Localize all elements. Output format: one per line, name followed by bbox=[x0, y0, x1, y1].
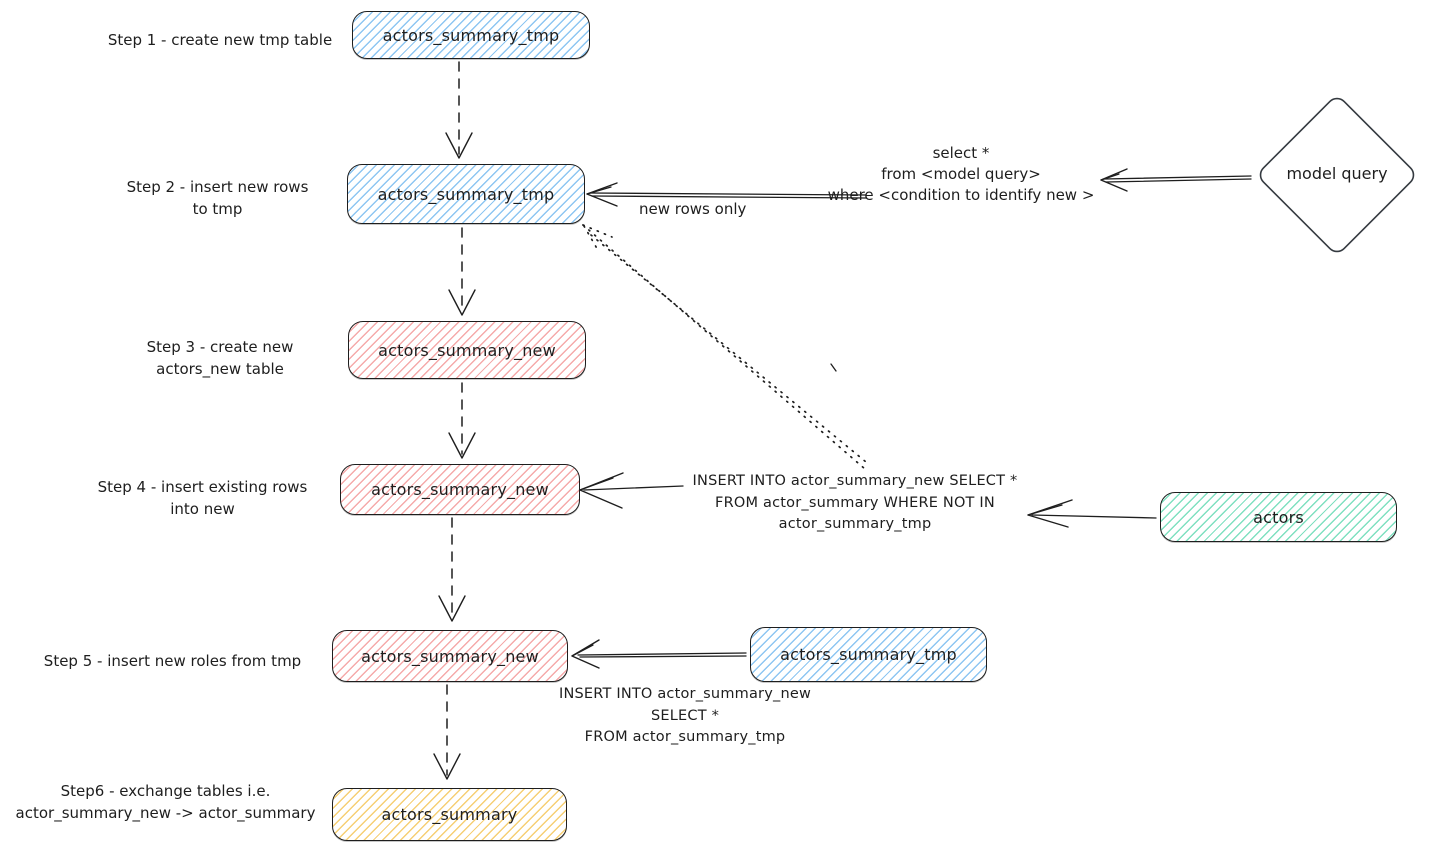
node-step2-actors-summary-tmp: actors_summary_tmp bbox=[347, 164, 585, 224]
model-query-label: model query bbox=[1286, 164, 1388, 183]
node-step4-actors-summary-new: actors_summary_new bbox=[340, 464, 580, 515]
step3-label: Step 3 - create new actors_new table bbox=[146, 338, 294, 378]
insert-existing-sql-text: INSERT INTO actor_summary_new SELECT * F… bbox=[692, 473, 1018, 532]
arrow-step1-step2 bbox=[445, 61, 473, 159]
new-rows-only-label: new rows only bbox=[639, 200, 747, 218]
step2-label: Step 2 - insert new rows to tmp bbox=[126, 178, 309, 218]
insert-from-tmp-sql-text: INSERT INTO actor_summary_new SELECT * F… bbox=[558, 686, 812, 745]
node-step5-actors-summary-new: actors_summary_new bbox=[332, 630, 568, 682]
arrow-tmp-step5 bbox=[571, 639, 747, 669]
select-query-text: select * from <model query> where <condi… bbox=[827, 144, 1095, 204]
arrow-sql-step4 bbox=[579, 472, 684, 509]
node-step3-actors-summary-new: actors_summary_new bbox=[348, 321, 586, 379]
arrow-step4-step5 bbox=[438, 517, 466, 622]
step5-label: Step 5 - insert new roles from tmp bbox=[43, 652, 302, 670]
node-step1-actors-summary-tmp: actors_summary_tmp bbox=[352, 11, 590, 59]
node-actors: actors bbox=[1160, 492, 1397, 542]
arrow-step3-step4 bbox=[448, 382, 476, 459]
step1-label: Step 1 - create new tmp table bbox=[107, 31, 333, 49]
step6-label: Step6 - exchange tables i.e. actor_summa… bbox=[15, 782, 316, 822]
step4-label: Step 4 - insert existing rows into new bbox=[97, 478, 308, 518]
arrow-step5-step6 bbox=[433, 684, 461, 780]
arrow-step2-step3 bbox=[448, 227, 476, 316]
arrow-actors-sql bbox=[1027, 499, 1157, 528]
dotted-link-step2-sql bbox=[582, 224, 867, 470]
arrow-modelquery-select bbox=[1100, 168, 1252, 192]
stray-mark bbox=[830, 363, 837, 372]
node-actors-summary-tmp-source: actors_summary_tmp bbox=[750, 627, 987, 682]
node-step6-actors-summary: actors_summary bbox=[332, 788, 567, 841]
